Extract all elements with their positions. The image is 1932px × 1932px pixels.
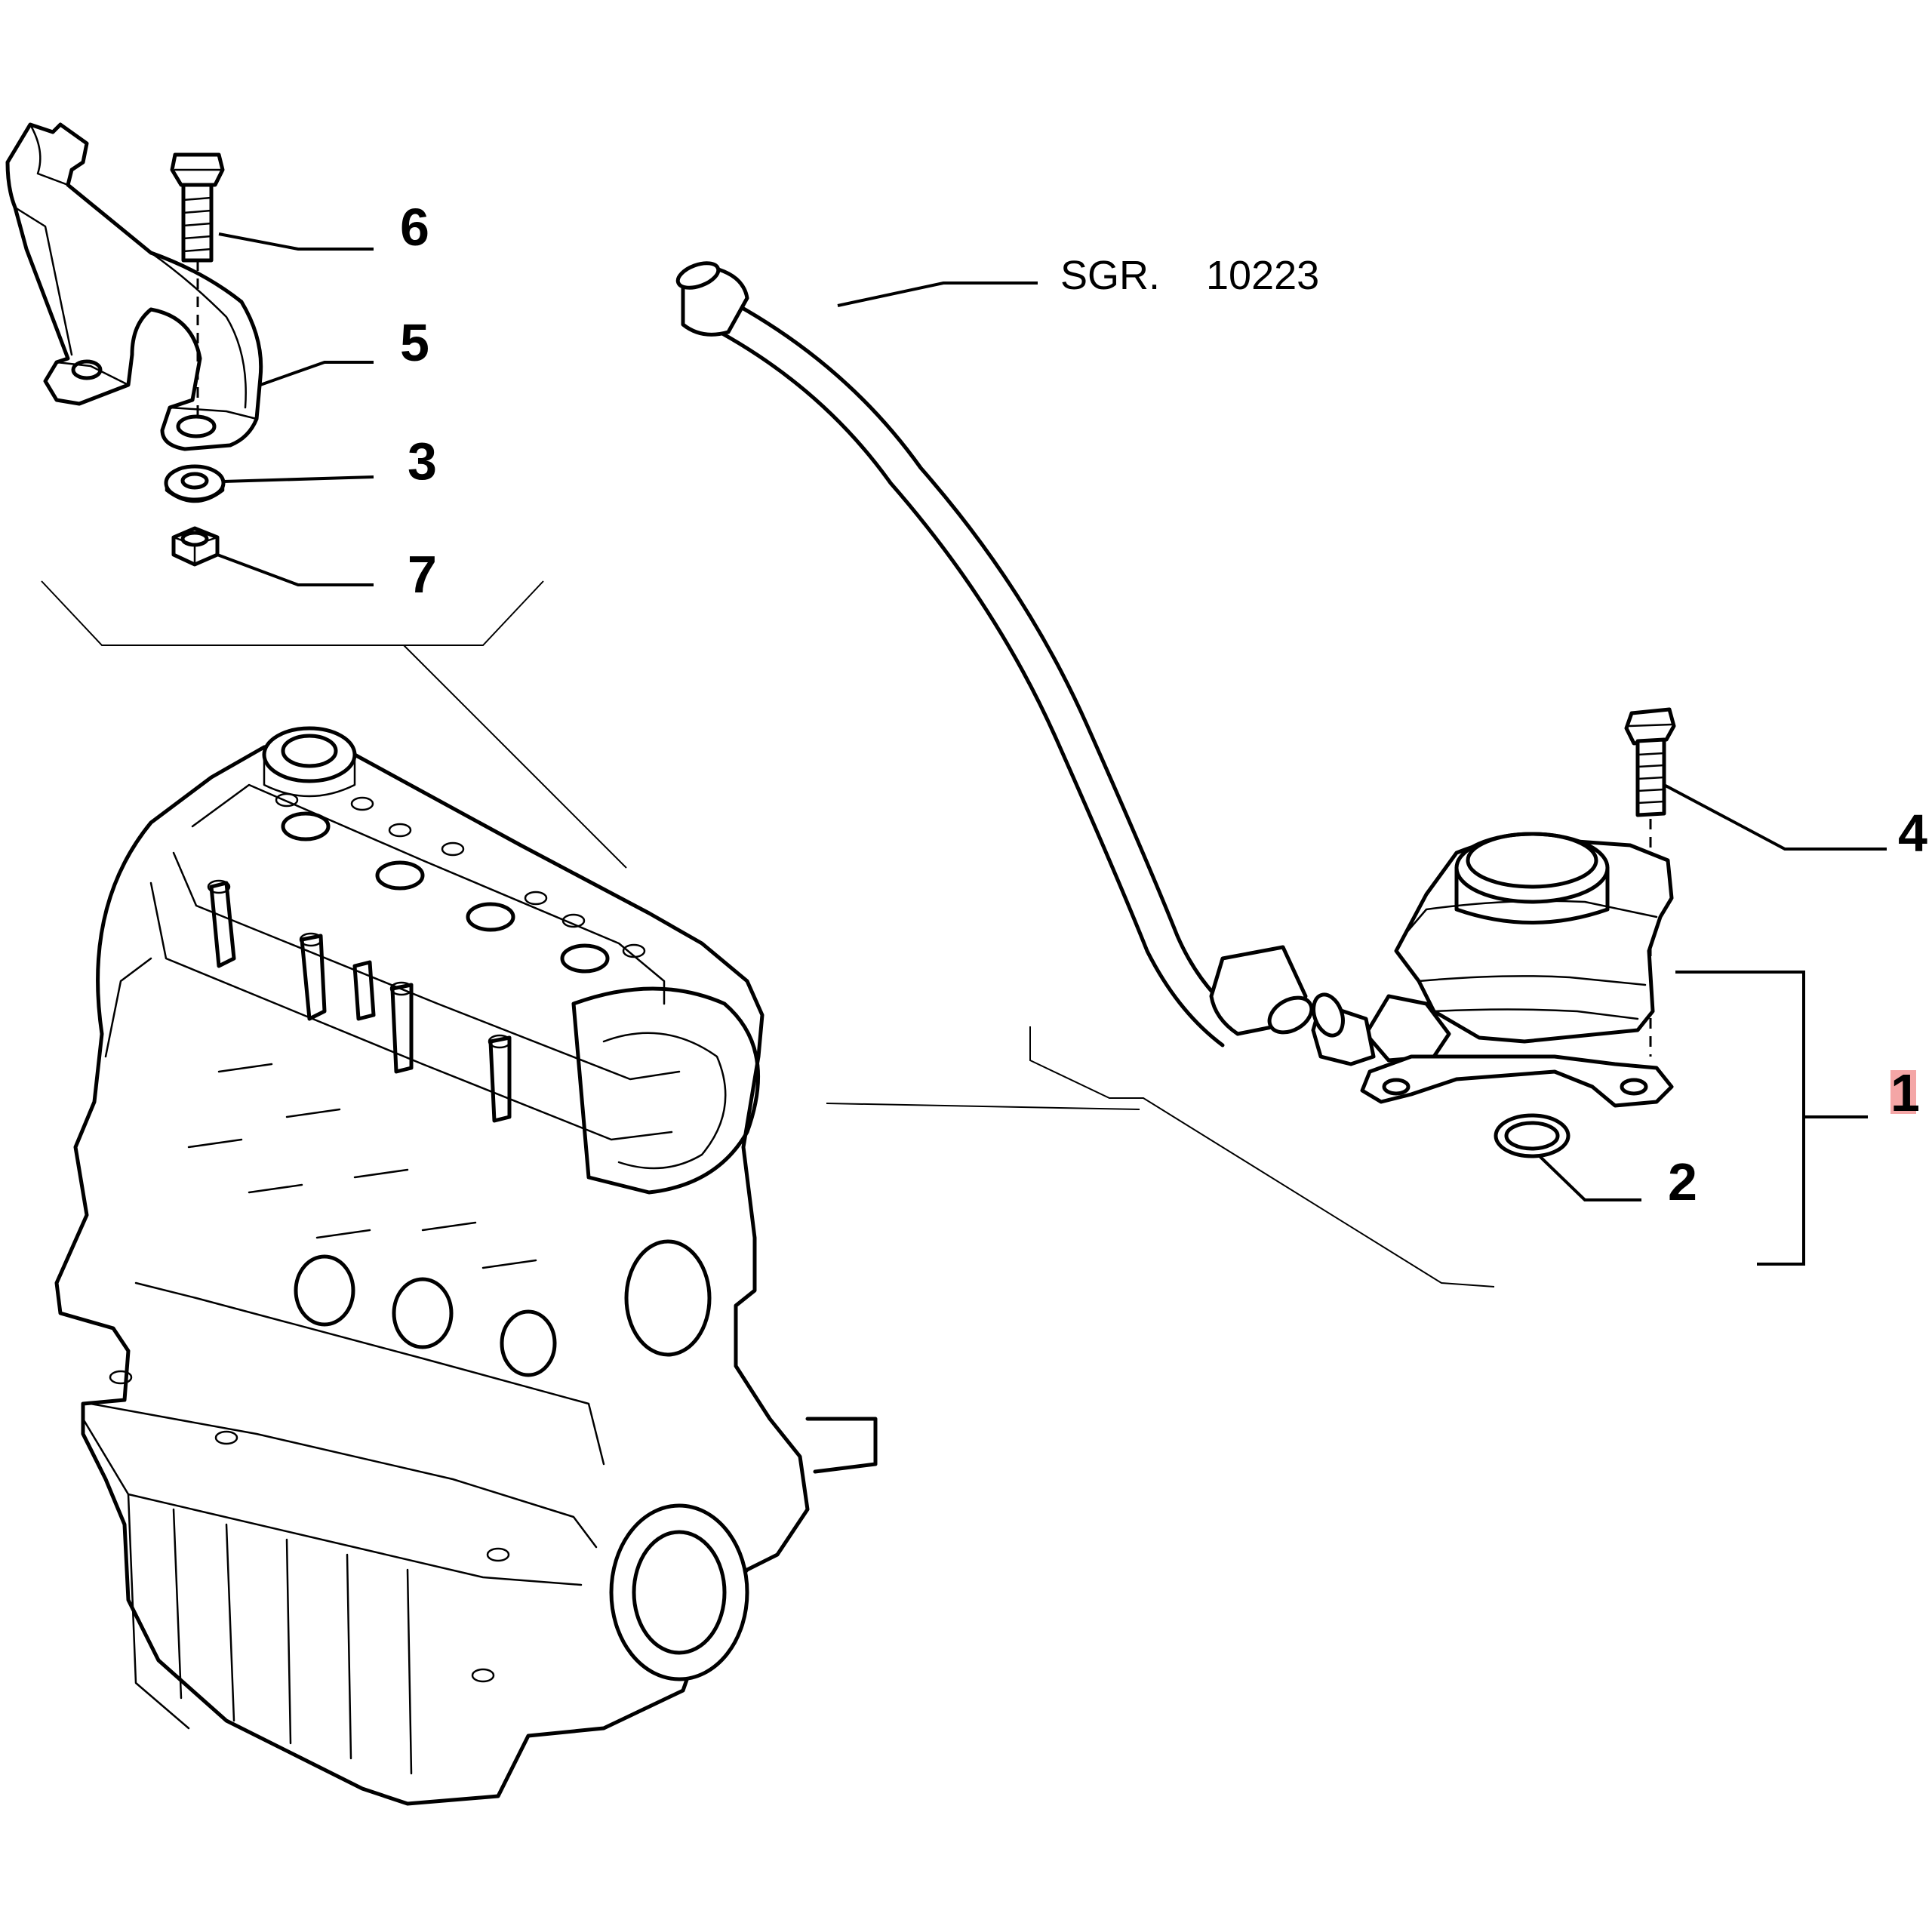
bracket-assembly: 6 5 3 7 bbox=[5, 122, 627, 869]
oil-separator-assembly bbox=[1311, 707, 1676, 1158]
leader-5 bbox=[260, 361, 374, 386]
leader-4 bbox=[1663, 783, 1887, 851]
reference-line-bracket-engine bbox=[403, 645, 627, 869]
head-bosses bbox=[207, 879, 512, 1123]
nut-part-7 bbox=[171, 526, 220, 567]
callout-4: 4 bbox=[1898, 804, 1927, 863]
leader-2 bbox=[1538, 1155, 1641, 1201]
bracket-callout-1 bbox=[1675, 971, 1868, 1266]
washer-part-3 bbox=[164, 464, 226, 503]
leader-7 bbox=[217, 553, 374, 586]
leader-3 bbox=[223, 475, 374, 483]
breather-hose bbox=[675, 261, 1314, 1048]
leader-hose-reference bbox=[837, 281, 1038, 307]
callout-1-highlight bbox=[1890, 1070, 1916, 1114]
o-ring-part-2 bbox=[1494, 1113, 1571, 1158]
callout-6: 6 bbox=[400, 198, 429, 257]
callout-3: 3 bbox=[408, 432, 437, 491]
reference-line-bracket bbox=[41, 580, 544, 646]
reference-prefix: SGR. bbox=[1060, 253, 1160, 298]
reference-line-separator bbox=[1029, 1026, 1495, 1287]
callout-5: 5 bbox=[400, 313, 429, 372]
spark-plug-wells bbox=[275, 792, 646, 974]
leader-6 bbox=[218, 232, 374, 251]
bracket-part-5 bbox=[5, 122, 263, 451]
reference-number: 10223 bbox=[1206, 253, 1319, 298]
bolt-part-4 bbox=[1624, 707, 1676, 817]
callout-1: 1 bbox=[1890, 1063, 1920, 1122]
bolt-part-6 bbox=[170, 152, 225, 263]
callout-7: 7 bbox=[408, 545, 437, 604]
engine-block bbox=[54, 726, 878, 1806]
callout-2: 2 bbox=[1668, 1152, 1697, 1211]
reference-line-separator-engine bbox=[826, 1103, 1140, 1110]
